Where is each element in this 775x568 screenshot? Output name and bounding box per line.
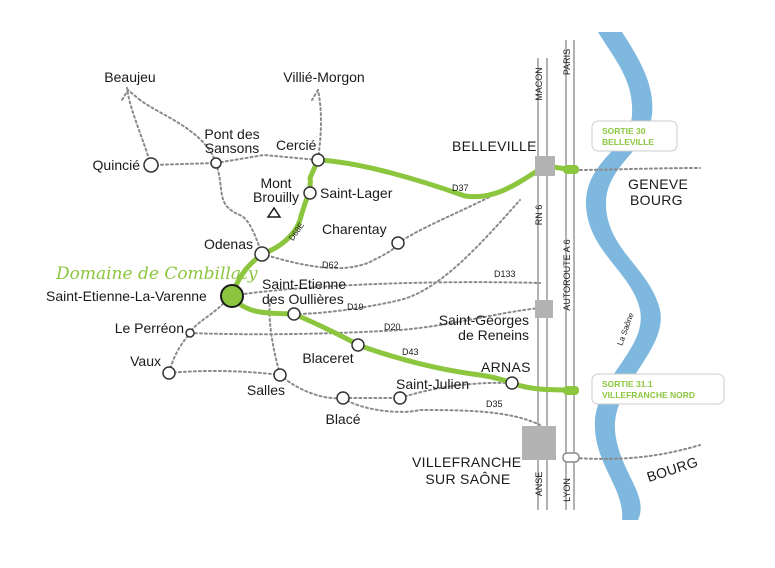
label-beaujeu: Beaujeu [104, 69, 155, 85]
estate-name: Domaine de Combillaty [55, 264, 258, 284]
label-le-perreon: Le Perréon [115, 320, 184, 336]
saint-georges-interchange [535, 300, 553, 318]
label-bourg: BOURG [645, 453, 700, 485]
saint-julien-marker [393, 391, 407, 405]
label-geneve-1: GENEVE [628, 176, 688, 192]
blaceret-marker [351, 338, 365, 352]
villefranche-toll-marker [562, 452, 580, 463]
label-villie-morgon: Villié-Morgon [283, 69, 364, 85]
direction-lyon: LYON [562, 478, 572, 502]
label-charentay: Charentay [322, 221, 387, 237]
road-d19: D19 [347, 302, 364, 312]
label-pont-des-sansons-1: Pont des [204, 126, 259, 142]
direction-paris: PARIS [562, 49, 572, 75]
label-saint-etienne-oullieres-1: Saint-Etienne [262, 276, 346, 292]
label-salles: Salles [247, 382, 285, 398]
exit-31-marker [563, 386, 579, 395]
label-quincie: Quincié [93, 157, 141, 173]
label-saint-georges-1: Saint-Georges [439, 312, 529, 328]
label-belleville: BELLEVILLE [452, 138, 537, 154]
salles-marker [273, 368, 287, 382]
charentay-marker [391, 236, 405, 250]
cercie-marker [311, 153, 325, 167]
direction-anse: ANSE [534, 472, 544, 497]
label-vaux: Vaux [130, 353, 161, 369]
label-odenas: Odenas [204, 236, 253, 252]
road-d20: D20 [384, 322, 401, 332]
river-label: La Saône [616, 311, 636, 347]
label-geneve-2: BOURG [630, 192, 683, 208]
vaux-marker [162, 366, 176, 380]
exit-30-box [591, 120, 678, 152]
label-saint-etienne-oullieres-2: des Oullières [262, 291, 344, 307]
label-mont-brouilly-1: Mont [260, 175, 291, 191]
road-a6: AUTOROUTE A 6 [562, 239, 572, 310]
road-d35: D35 [486, 399, 503, 409]
label-villefranche-1: VILLEFRANCHE [412, 454, 521, 470]
arnas-marker [505, 376, 519, 390]
exit-31-line-1: SORTIE 31.1 [602, 379, 653, 389]
saint-lager-marker [303, 186, 317, 200]
road-rn6: RN 6 [534, 205, 544, 226]
direction-macon: MACON [534, 67, 544, 101]
label-saint-lager: Saint-Lager [320, 185, 393, 201]
blace-marker [336, 391, 350, 405]
label-pont-des-sansons-2: Sansons [205, 140, 259, 156]
exit-30-line-1: SORTIE 30 [602, 126, 646, 136]
exit-30-marker [563, 165, 579, 174]
exit-31-line-2: VILLEFRANCHE NORD [602, 390, 695, 400]
odenas-marker [254, 246, 270, 262]
label-mont-brouilly-2: Brouilly [253, 189, 299, 205]
road-d68e: D68E [287, 221, 306, 243]
road-d43: D43 [402, 347, 419, 357]
label-blaceret: Blaceret [302, 350, 353, 366]
quincie-marker [143, 157, 159, 173]
label-arnas: ARNAS [481, 359, 531, 375]
label-blace: Blacé [325, 411, 360, 427]
label-cercie: Cercié [276, 137, 317, 153]
exit-31-box [591, 373, 725, 405]
label-estate-village: Saint-Etienne-La-Varenne [46, 288, 207, 304]
villefranche-interchange [522, 426, 556, 460]
saint-etienne-oullieres-marker [287, 307, 301, 321]
label-saint-georges-2: de Reneins [458, 327, 529, 343]
le-perreon-marker [185, 328, 195, 338]
label-villefranche-2: SUR SAÔNE [425, 471, 510, 487]
belleville-interchange [535, 156, 555, 176]
road-d133: D133 [494, 269, 516, 279]
road-d62: D62 [322, 260, 339, 270]
mountain-icon [266, 206, 282, 218]
pont-des-sansons-marker [210, 157, 222, 169]
road-d37: D37 [452, 183, 469, 193]
river-saone [585, 32, 661, 520]
exit-30-line-2: BELLEVILLE [602, 137, 654, 147]
estate-marker [220, 284, 244, 308]
label-saint-julien: Saint-Julien [396, 376, 469, 392]
